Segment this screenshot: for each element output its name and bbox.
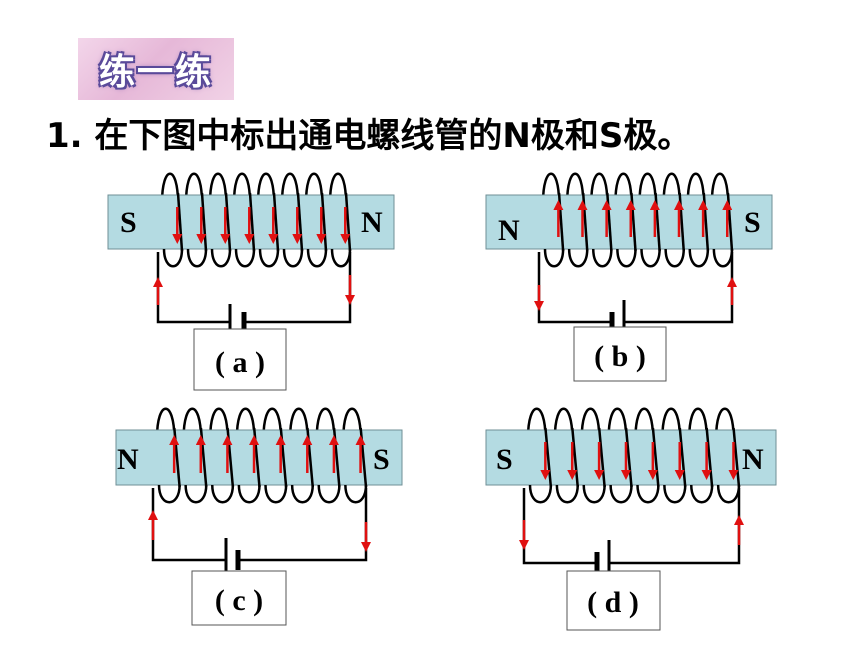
coil-turn-bottom-c-4 [264,484,288,504]
panel-c-right-pole: S [373,443,390,476]
panel-d-current-arrows [540,442,739,480]
coil-turn-bottom-c-0 [157,484,181,504]
panel-c-caption-box [191,570,287,626]
panel-b-caption: ( b ) [594,340,646,373]
panel-c-current-arrows [169,435,366,473]
coil-turn-top-b-5 [662,172,681,204]
panel-a: S N ( a ) [107,172,395,391]
coil-turn-bottom-a-0 [162,248,184,268]
coil-turn-bottom-b-3 [616,248,637,268]
panel-b-left-pole: N [498,214,520,247]
coil-turn-top-a-2 [208,172,228,204]
practice-badge: 练一练 [78,38,234,100]
coil-turn-top-c-4 [262,407,283,439]
panel-b-circuit-wire [537,252,734,324]
coil-turn-bottom-d-2 [582,484,606,504]
coil-turn-bottom-d-5 [663,484,687,504]
coil-turn-top-c-2 [209,407,229,439]
coil-turn-top-d-4 [634,407,655,439]
coil-turn-top-d-0 [526,407,547,439]
coil-turn-bottom-c-1 [184,484,208,504]
coil-turn-bottom-d-4 [636,484,660,504]
coil-turn-bottom-a-2 [210,248,232,268]
coil-turn-top-a-0 [160,172,180,204]
coil-turn-bottom-a-7 [330,248,352,268]
coil-turn-top-b-0 [541,172,561,204]
coil-turn-bottom-b-0 [543,248,565,268]
panel-b-coils-back [541,172,730,204]
coil-turn-bottom-c-2 [211,484,235,504]
panel-a-left-pole: S [120,206,137,239]
panel-a-right-pole: N [361,206,383,239]
panel-c-coils-back [155,407,362,439]
panel-b-current-arrows [553,200,733,237]
coil-turn-bottom-a-6 [306,248,328,268]
panel-a-coils-back [160,172,348,204]
panel-a-circuit-wire [156,252,352,324]
coil-turn-top-c-0 [155,407,176,439]
coil-turn-bottom-c-6 [317,484,341,504]
coil-turn-bottom-d-0 [528,484,553,504]
coil-turn-top-b-3 [614,172,633,204]
coil-turn-bottom-c-7 [344,484,368,504]
coil-turn-top-c-5 [288,407,309,439]
panel-d-circuit-wire [522,488,741,565]
panel-d-right-pole: N [742,443,764,476]
coil-turn-bottom-a-1 [186,248,208,268]
coil-turn-top-b-7 [710,172,730,204]
coil-turn-bottom-d-1 [555,484,579,504]
panel-b-right-pole: S [744,206,761,239]
coil-turn-top-b-4 [638,172,657,204]
panel-d-caption: ( d ) [587,586,639,619]
coil-turn-top-d-5 [661,407,682,439]
coil-turn-bottom-b-6 [688,248,710,268]
coil-turn-top-a-7 [328,172,348,204]
panel-c-left-pole: N [117,443,139,476]
coil-turn-bottom-a-4 [258,248,280,268]
coil-turn-top-b-1 [565,172,585,204]
panel-d: S N ( d ) [485,407,777,631]
coil-turn-bottom-b-5 [664,248,685,268]
coil-turn-top-c-1 [182,407,203,439]
coil-turn-top-c-6 [315,407,336,439]
panel-a-caption: ( a ) [215,346,265,379]
coil-turn-bottom-a-5 [282,248,304,268]
panel-c: N S ( c ) [115,407,403,626]
coil-turn-top-a-5 [280,172,300,204]
coil-turn-top-c-7 [342,407,362,439]
coil-turn-top-d-1 [553,407,574,439]
panel-a-caption-box [193,328,287,391]
coil-turn-bottom-c-3 [237,484,261,504]
panel-c-caption: ( c ) [215,584,263,617]
coil-turn-bottom-d-7 [716,484,741,504]
panel-d-caption-box [566,570,661,631]
coil-turn-bottom-b-7 [712,248,734,268]
coil-turn-top-d-6 [688,407,708,439]
coil-turn-top-a-1 [184,172,204,204]
coil-turn-bottom-d-6 [690,484,714,504]
coil-turn-bottom-d-3 [609,484,633,504]
coil-turn-top-c-3 [235,407,256,439]
coil-turn-bottom-b-4 [640,248,661,268]
panel-b: N S ( b ) [485,172,773,382]
coil-turn-top-b-6 [686,172,706,204]
coil-turn-bottom-a-3 [234,248,256,268]
coil-turn-top-d-3 [607,407,628,439]
coil-turn-top-b-2 [590,172,609,204]
question-text: 1. 在下图中标出通电螺线管的N极和S极。 [46,116,692,156]
coil-turn-bottom-b-1 [567,248,589,268]
panel-d-left-pole: S [496,443,513,476]
coil-turn-bottom-c-5 [290,484,314,504]
panel-a-current-arrows [172,207,351,244]
coil-turn-top-d-7 [714,407,735,439]
panel-d-coils-back [526,407,735,439]
coil-turn-top-d-2 [580,407,601,439]
coil-turn-bottom-b-2 [592,248,613,268]
coil-turn-top-a-4 [256,172,276,204]
panel-b-caption-box [573,326,667,382]
coil-turn-top-a-6 [304,172,324,204]
coil-turn-top-a-3 [232,172,252,204]
